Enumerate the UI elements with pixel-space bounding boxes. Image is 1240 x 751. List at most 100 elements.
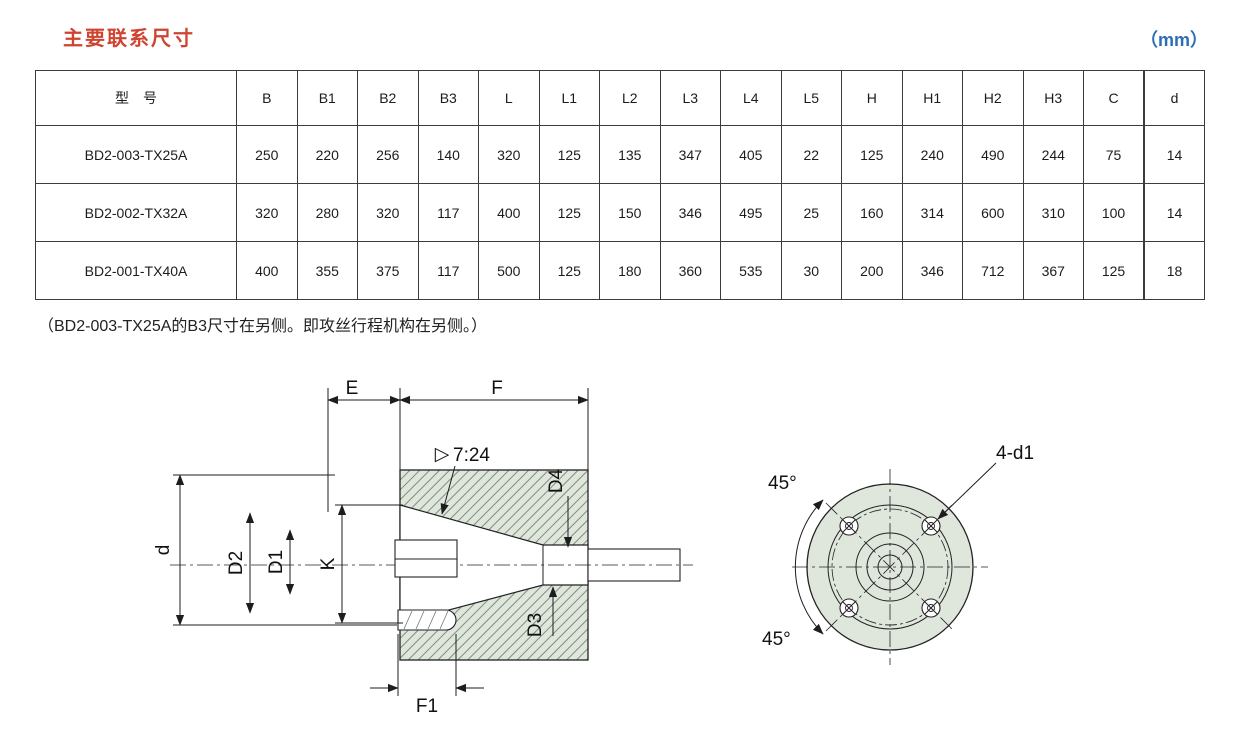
- dimension-cell: 125: [1083, 241, 1145, 300]
- dimension-cell: 117: [417, 241, 479, 300]
- label-f: F: [491, 378, 503, 399]
- dimension-d: d: [153, 474, 397, 626]
- dimension-cell: 30: [780, 241, 842, 300]
- bolt-hole: [921, 516, 941, 536]
- taper-callout: ▷ 7:24: [435, 444, 490, 515]
- column-header: B3: [417, 70, 479, 126]
- dimension-cell: 18: [1143, 241, 1205, 300]
- dimension-cell: 160: [841, 183, 903, 242]
- end-view-drawing: 45° 45° 4-d1: [762, 443, 1034, 665]
- angle-dimension: 45° 45°: [762, 473, 824, 650]
- column-header: L: [478, 70, 540, 126]
- column-header: d: [1143, 70, 1205, 126]
- drawbar: [394, 539, 458, 578]
- dimension-cell: 712: [962, 241, 1024, 300]
- dimension-cell: 360: [659, 241, 721, 300]
- bolt-hole: [839, 516, 859, 536]
- column-header: B: [236, 70, 298, 126]
- model-cell: BD2-002-TX32A: [35, 183, 237, 242]
- dimension-cell: 375: [357, 241, 419, 300]
- dimension-cell: 150: [599, 183, 661, 242]
- column-header: L4: [720, 70, 782, 126]
- column-header: H1: [901, 70, 963, 126]
- dimension-cell: 14: [1143, 183, 1205, 242]
- dimension-d1: D1: [266, 529, 295, 595]
- label-taper: 7:24: [453, 445, 490, 466]
- dimension-cell: 180: [599, 241, 661, 300]
- dimension-cell: 346: [659, 183, 721, 242]
- label-f1: F1: [416, 696, 438, 717]
- dimension-cell: 250: [236, 125, 298, 184]
- table-note: （BD2-003-TX25A的B3尺寸在另侧。即攻丝行程机构在另侧。）: [38, 318, 487, 335]
- bolt-hole: [839, 598, 859, 618]
- dimension-cell: 22: [780, 125, 842, 184]
- dimension-cell: 355: [296, 241, 358, 300]
- label-k: K: [318, 557, 339, 570]
- dimension-cell: 347: [659, 125, 721, 184]
- dimension-cell: 25: [780, 183, 842, 242]
- dimension-cell: 600: [962, 183, 1024, 242]
- label-d4: D4: [546, 468, 567, 493]
- column-header: 型 号: [35, 70, 237, 126]
- dimension-cell: 320: [357, 183, 419, 242]
- dimension-cell: 495: [720, 183, 782, 242]
- dimension-cell: 125: [538, 125, 600, 184]
- column-header: B1: [296, 70, 358, 126]
- dimension-cell: 535: [720, 241, 782, 300]
- label-d2: D2: [226, 551, 247, 575]
- label-angle-bottom: 45°: [762, 629, 791, 650]
- column-header: L3: [659, 70, 721, 126]
- dimension-cell: 125: [538, 183, 600, 242]
- dimension-cell: 400: [236, 241, 298, 300]
- dimension-cell: 200: [841, 241, 903, 300]
- dimension-cell: 75: [1083, 125, 1145, 184]
- section-view-drawing: E F d D2 D1 K D4 D3: [153, 378, 693, 717]
- dimension-cell: 500: [478, 241, 540, 300]
- column-header: L1: [538, 70, 600, 126]
- dimension-cell: 490: [962, 125, 1024, 184]
- drive-key: [397, 609, 457, 631]
- centerlines: [792, 469, 988, 665]
- dimension-f1: F1: [370, 634, 484, 717]
- dimension-cell: 244: [1022, 125, 1084, 184]
- dimension-cell: 320: [478, 125, 540, 184]
- dimension-cell: 280: [296, 183, 358, 242]
- dimension-d2: D2: [226, 512, 255, 614]
- dimension-cell: 346: [901, 241, 963, 300]
- label-e: E: [346, 378, 359, 399]
- label-d: d: [153, 545, 174, 556]
- taper-symbol-icon: ▷: [435, 444, 450, 465]
- column-header: H3: [1022, 70, 1084, 126]
- dimension-cell: 400: [478, 183, 540, 242]
- unit-label: （mm）: [1139, 30, 1208, 50]
- column-header: L5: [780, 70, 842, 126]
- dimension-cell: 310: [1022, 183, 1084, 242]
- dimension-cell: 320: [236, 183, 298, 242]
- dimension-cell: 367: [1022, 241, 1084, 300]
- bolt-hole: [921, 598, 941, 618]
- dimension-cell: 140: [417, 125, 479, 184]
- dimension-cell: 135: [599, 125, 661, 184]
- model-cell: BD2-003-TX25A: [35, 125, 237, 184]
- dimension-cell: 314: [901, 183, 963, 242]
- label-d1: D1: [266, 550, 287, 574]
- dimension-d3: D3: [525, 586, 558, 637]
- dimension-e-f: E F: [327, 378, 589, 512]
- page-title: 主要联系尺寸: [63, 28, 195, 50]
- dimension-cell: 117: [417, 183, 479, 242]
- bolt-holes: [839, 516, 941, 618]
- column-header: C: [1083, 70, 1145, 126]
- dimension-d4: D4: [546, 468, 573, 548]
- dimension-cell: 100: [1083, 183, 1145, 242]
- dimension-cell: 125: [841, 125, 903, 184]
- column-header: B2: [357, 70, 419, 126]
- dimension-cell: 405: [720, 125, 782, 184]
- label-angle-top: 45°: [768, 473, 797, 494]
